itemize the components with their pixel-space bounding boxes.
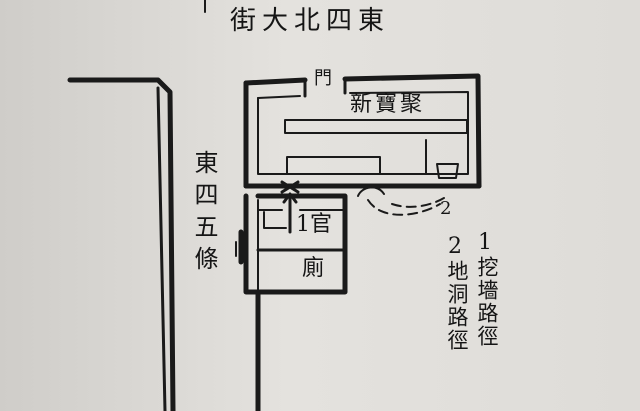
long-counter bbox=[284, 119, 468, 134]
lower-block bbox=[286, 156, 381, 175]
tunnel-marker-two: 2 bbox=[440, 198, 452, 219]
tunnel-entrance bbox=[357, 186, 385, 197]
legend-item2-text: 地洞路徑 bbox=[445, 260, 469, 352]
lower-building-left-wall bbox=[243, 193, 261, 411]
compound-wall-top-right bbox=[342, 73, 482, 189]
small-vessel bbox=[436, 163, 459, 179]
street-title: 街大北四東 bbox=[230, 6, 391, 36]
compound-wall-inner-top bbox=[257, 95, 301, 99]
lower-building-outline bbox=[255, 193, 348, 295]
lane-label: 東四五條 bbox=[190, 150, 218, 278]
toilet-label: 廁 bbox=[302, 256, 325, 281]
office-partition bbox=[263, 211, 287, 229]
shop-label: 新寶聚 bbox=[350, 92, 426, 117]
road-wall-outer bbox=[67, 77, 176, 411]
legend-item1-number: 1 bbox=[478, 230, 492, 255]
tunnel-path-dashed bbox=[367, 199, 441, 216]
road-wall-inner bbox=[156, 86, 167, 411]
legend-item2-number: 2 bbox=[448, 234, 462, 259]
gate-label: 門 bbox=[314, 68, 332, 89]
x-mark bbox=[280, 180, 300, 194]
legend-item1-text: 挖墻路徑 bbox=[475, 256, 499, 348]
arrow-head bbox=[282, 192, 298, 204]
compound-wall-top-left bbox=[243, 77, 308, 86]
compound-wall-inner bbox=[257, 91, 469, 175]
tunnel-path-dashed-2 bbox=[391, 197, 445, 208]
office-label: 1官 bbox=[296, 212, 332, 237]
